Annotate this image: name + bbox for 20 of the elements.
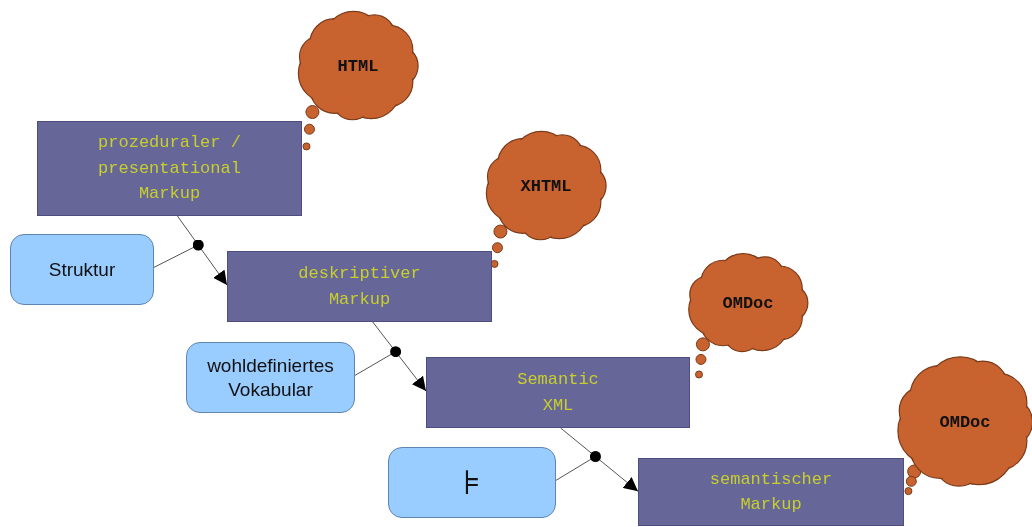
stage-label: semantischer Markup [708,468,834,516]
aspect-box [10,234,154,305]
connector-line [354,346,402,376]
aspect-label: ⊧ [463,462,481,504]
stage-label: Semantic XML [516,369,600,417]
aspect-label: Struktur [48,257,116,282]
markup-stage-box [37,121,302,216]
connector-line [555,451,601,481]
markup-stage-box [426,357,690,428]
stage-label: deskriptiver Markup [297,263,422,311]
markup-stage-box [638,458,904,526]
aspect-box [186,342,355,413]
aspect-label: wohldefiniertes Vokabular [206,353,335,402]
connector-line [153,239,204,268]
markup-stage-box [227,251,492,322]
arrow [560,427,639,492]
aspect-box [388,447,556,518]
arrow [176,215,228,286]
arrow [372,321,427,392]
stage-label: prozeduraler / presentational Markup [97,132,242,206]
